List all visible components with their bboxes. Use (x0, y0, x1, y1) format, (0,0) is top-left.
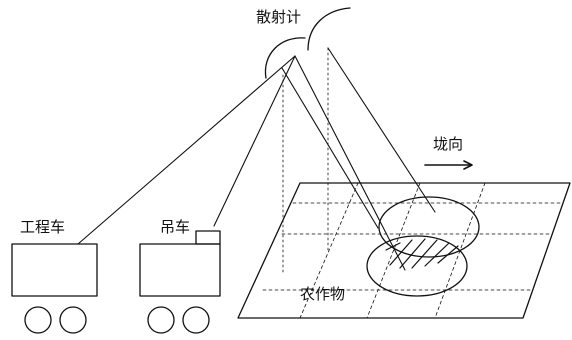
footprint-upper (378, 196, 480, 258)
scatterometer-right-antenna (307, 7, 351, 51)
crane-label: 吊车 (160, 218, 191, 236)
nadir-lines (282, 47, 329, 276)
field-plane (237, 182, 571, 319)
crops-label: 农作物 (300, 285, 346, 303)
engineering-vehicle (11, 243, 98, 334)
scatterometer-label: 散射计 (256, 8, 302, 26)
crane (139, 230, 221, 334)
field-grid (262, 182, 564, 319)
ridge-direction-arrow (424, 160, 473, 170)
scatterometer-left-antenna (264, 37, 306, 79)
ridge-direction-label: 垅向 (433, 135, 464, 153)
engineering-vehicle-label: 工程车 (20, 218, 66, 236)
footprint-overlap-hatch (385, 238, 459, 269)
beam-lines (77, 47, 436, 271)
footprint-lower (366, 235, 468, 297)
